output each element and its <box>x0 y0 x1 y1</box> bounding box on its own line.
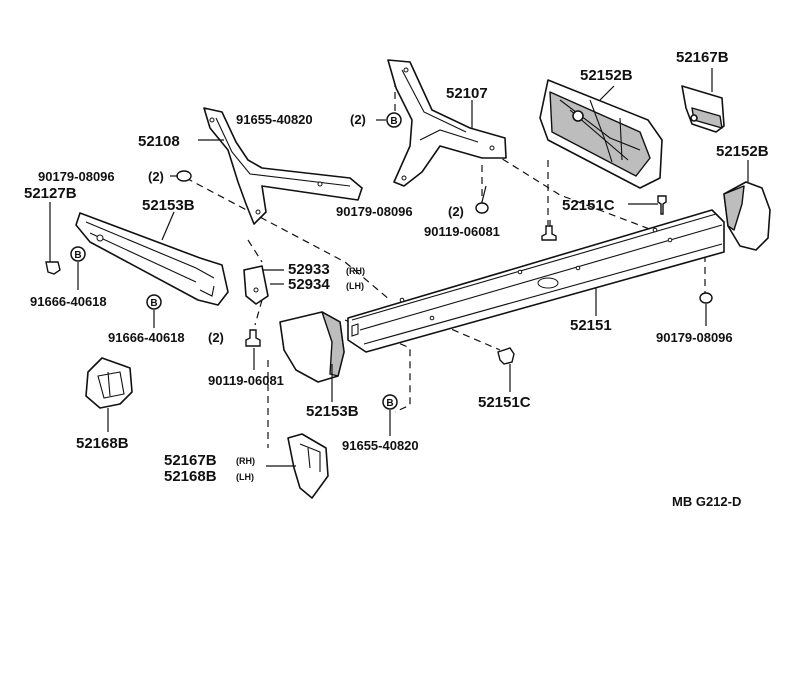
label-52933: 52933 <box>288 261 330 278</box>
label-91666-b: 91666-40618 <box>108 330 185 345</box>
label-52151: 52151 <box>570 317 612 334</box>
svg-text:B: B <box>386 398 393 409</box>
washer-b-icon: B <box>146 294 162 310</box>
clip-icon <box>45 261 61 275</box>
label-91666-a: 91666-40618 <box>30 294 107 309</box>
nut-icon <box>176 170 192 182</box>
bolt-icon <box>657 195 667 215</box>
bumper-reinforcement-52151 <box>347 209 725 353</box>
diagram-code: MB G212-D <box>672 494 741 509</box>
bumper-end-cap-52152b-right <box>723 181 771 251</box>
label-52107: 52107 <box>446 85 488 102</box>
label-52127b: 52127B <box>24 185 77 202</box>
step-pad-52152b <box>539 79 663 189</box>
label-52108: 52108 <box>138 133 180 150</box>
bracket-52933-52934 <box>243 265 269 305</box>
label-52167b-rh-tag: (RH) <box>236 456 255 466</box>
label-52934: 52934 <box>288 276 330 293</box>
bracket-52107 <box>387 59 507 187</box>
leader-lines <box>49 68 749 467</box>
clip-52167b-52168b-bottom <box>287 433 329 499</box>
bolt-icon <box>245 329 261 347</box>
label-91655-top: 91655-40820 <box>236 112 313 127</box>
svg-text:B: B <box>150 298 157 309</box>
label-52167b-rh: 52167B <box>164 452 217 469</box>
label-52153b-left: 52153B <box>142 197 195 214</box>
label-52168b: 52168B <box>76 435 129 452</box>
part-labels: 52107 52108 91655-40820 (2) 52152B 52167… <box>24 49 769 509</box>
clip-52167b-top <box>681 85 725 133</box>
label-52168b-lh: 52168B <box>164 468 217 485</box>
label-91655-top-qty: (2) <box>350 112 366 127</box>
label-52168b-lh-tag: (LH) <box>236 472 254 482</box>
label-52151c-top: 52151C <box>562 197 615 214</box>
label-90179-left: 90179-08096 <box>38 169 115 184</box>
label-91666-b-qty: (2) <box>208 330 224 345</box>
bracket-52108 <box>203 107 363 225</box>
label-90119-mid: 90119-06081 <box>424 224 500 239</box>
washer-b-icon: B <box>70 246 86 262</box>
svg-text:B: B <box>74 250 81 261</box>
bolt-icon <box>497 347 515 365</box>
label-90179-mid-qty: (2) <box>448 204 464 219</box>
label-91655-bottom: 91655-40820 <box>342 438 419 453</box>
bolt-icon <box>541 225 557 241</box>
label-90179-left-qty: (2) <box>148 169 164 184</box>
nut-icon <box>699 292 713 304</box>
label-52167b-top: 52167B <box>676 49 729 66</box>
clip-52168b <box>85 357 133 409</box>
nut-icon <box>475 202 489 214</box>
label-52153b-right: 52153B <box>306 403 359 420</box>
label-52933-rh: (RH) <box>346 266 365 276</box>
label-52152b-top: 52152B <box>580 67 633 84</box>
washer-b-icon: B <box>382 394 398 410</box>
washer-b-icon: B <box>386 112 402 128</box>
bumper-extension-52153b-left <box>75 212 229 306</box>
label-90179-mid: 90179-08096 <box>336 204 413 219</box>
label-90179-right: 90179-08096 <box>656 330 733 345</box>
svg-text:B: B <box>390 116 397 127</box>
label-52934-lh: (LH) <box>346 281 364 291</box>
label-90119-bottom: 90119-06081 <box>208 373 284 388</box>
label-52151c-bottom: 52151C <box>478 394 531 411</box>
label-52152b-right: 52152B <box>716 143 769 160</box>
bumper-end-cap-52153b <box>279 311 345 383</box>
